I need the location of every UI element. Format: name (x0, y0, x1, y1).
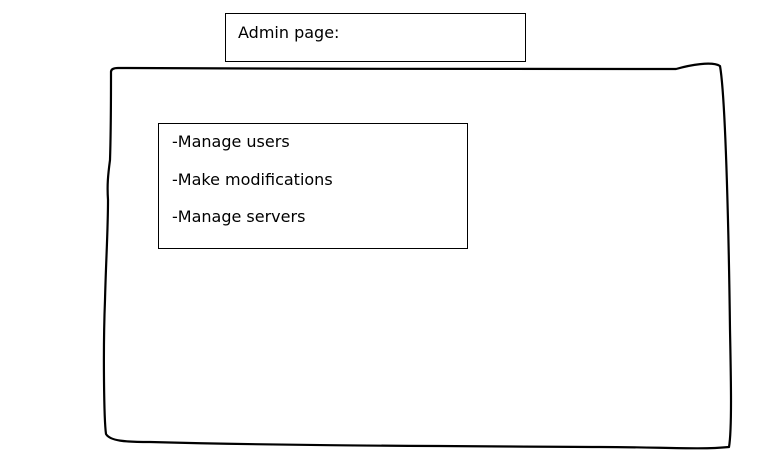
admin-menu: -Manage users -Make modifications -Manag… (158, 123, 468, 249)
menu-item-manage-servers[interactable]: -Manage servers (172, 207, 306, 226)
page-title-box: Admin page: (225, 13, 526, 62)
page-title: Admin page: (238, 23, 340, 42)
menu-item-manage-users[interactable]: -Manage users (172, 132, 290, 151)
menu-item-make-modifications[interactable]: -Make modifications (172, 170, 333, 189)
